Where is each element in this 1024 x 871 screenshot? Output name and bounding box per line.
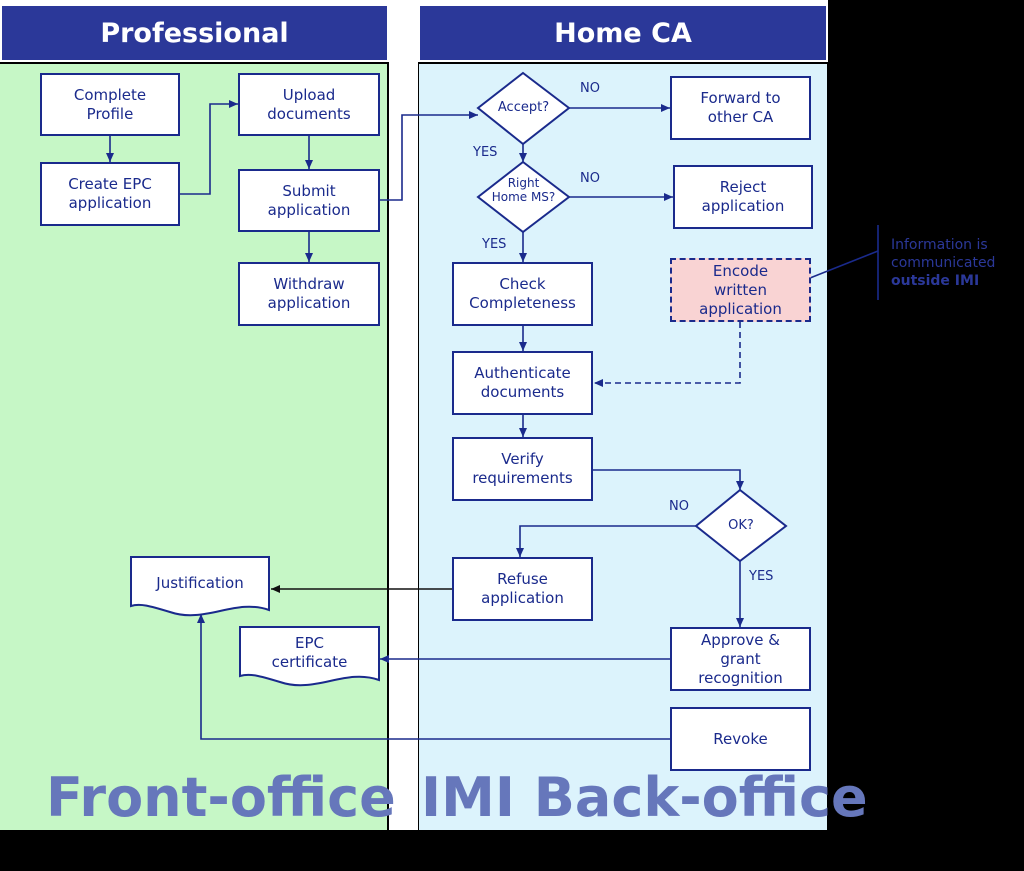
accept-yes-label: YES — [473, 145, 498, 160]
create-epc-application-box: Create EPC application — [40, 162, 180, 226]
edge-verify-ok — [592, 469, 744, 490]
edge-create-upload — [180, 100, 238, 195]
withdraw-application-box: Withdraw application — [238, 262, 380, 326]
edge-submit-accept — [380, 111, 478, 201]
professional-header: Professional — [0, 4, 389, 62]
ok-label: OK? — [728, 518, 754, 533]
imi-back-office-title: IMI Back-office — [421, 766, 868, 829]
encode-written-application-box: Encode written application — [670, 258, 811, 322]
outside-imi-note: Information is communicated outside IMI — [891, 236, 1021, 290]
accept-diamond — [476, 71, 571, 146]
edge-note — [809, 250, 879, 279]
edge-revoke-justification — [197, 614, 670, 740]
lane-divider — [389, 0, 418, 830]
edge-encode-auth — [594, 322, 741, 387]
home-ms-label: Right Home MS? — [491, 176, 556, 204]
upload-documents-box: Upload documents — [238, 73, 380, 136]
home-no-label: NO — [580, 171, 600, 186]
justification-doc-shape — [130, 556, 270, 617]
front-office-title: Front-office — [46, 766, 396, 829]
edge-ok-refuse — [516, 525, 696, 557]
note-line-3: outside IMI — [891, 273, 980, 289]
justification-label: Justification — [156, 574, 244, 592]
ok-no-label: NO — [669, 499, 689, 514]
submit-application-box: Submit application — [238, 169, 380, 232]
ok-yes-label: YES — [749, 569, 774, 584]
authenticate-documents-box: Authenticate documents — [452, 351, 593, 415]
home-yes-label: YES — [482, 237, 507, 252]
note-line-1: Information is — [891, 237, 988, 253]
forward-other-ca-box: Forward to other CA — [670, 76, 811, 140]
home-ms-diamond — [476, 160, 571, 234]
accept-no-label: NO — [580, 81, 600, 96]
accept-label: Accept? — [497, 100, 550, 115]
refuse-application-box: Refuse application — [452, 557, 593, 621]
ok-diamond — [694, 488, 788, 563]
epc-certificate-label: EPC certificate — [271, 634, 348, 671]
revoke-box: Revoke — [670, 707, 811, 771]
home-ca-header: Home CA — [418, 4, 828, 62]
note-line-2: communicated — [891, 255, 996, 271]
approve-grant-recognition-box: Approve & grant recognition — [670, 627, 811, 691]
check-completeness-box: Check Completeness — [452, 262, 593, 326]
epc-certificate-doc-shape — [239, 626, 380, 687]
verify-requirements-box: Verify requirements — [452, 437, 593, 501]
reject-application-box: Reject application — [673, 165, 813, 229]
complete-profile-box: Complete Profile — [40, 73, 180, 136]
